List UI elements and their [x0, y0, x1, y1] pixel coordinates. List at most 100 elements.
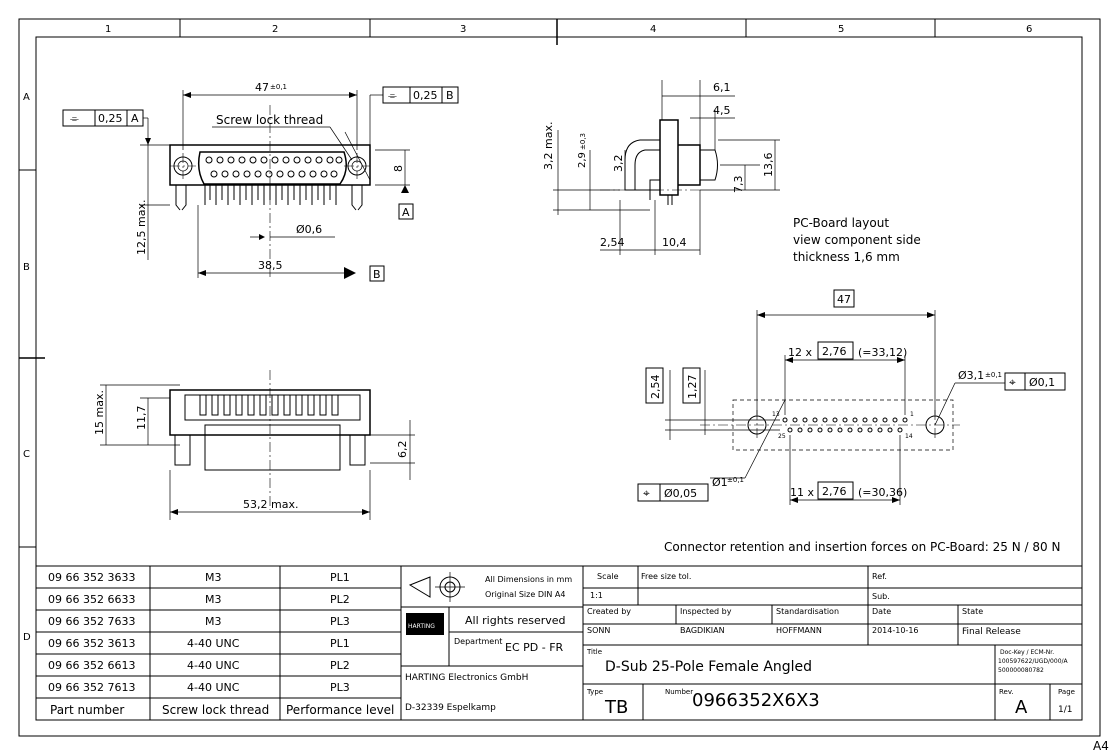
table-row-4-part: 09 66 352 3613 [48, 637, 135, 650]
title-block: All Dimensions in mm Original Size DIN A… [400, 565, 1083, 721]
pin-row-bottom [210, 170, 338, 178]
rev-value: A [1015, 697, 1028, 718]
pcb-note-line-2: view component side [793, 233, 921, 247]
inspected-by-label: Inspected by [680, 607, 732, 616]
pin-label-13: 13 [772, 411, 780, 418]
standardisation-label: Standardisation [776, 607, 839, 616]
pin-label-25: 25 [778, 433, 786, 440]
mounting-hole-diameter: Ø3,1 [958, 369, 984, 382]
row-label-d: D [23, 632, 31, 643]
inspected-by: BAGDIKIAN [680, 626, 725, 635]
screw-lock-thread-label: Screw lock thread [216, 113, 323, 127]
dim-6-2: 6,2 [396, 441, 409, 459]
retention-note: Connector retention and insertion forces… [664, 540, 1060, 554]
dim-4-5: 4,5 [713, 104, 731, 117]
date-value: 2014-10-16 [872, 626, 919, 635]
dim-15-max: 15 max. [93, 390, 106, 435]
datum-ref-right: B [446, 89, 454, 102]
table-row-2-part: 09 66 352 6633 [48, 593, 135, 606]
datum-ref-left: A [131, 112, 139, 125]
column-label-3: 3 [460, 24, 466, 35]
projection-symbol [408, 572, 465, 602]
dim-38-5: 38,5 [258, 259, 283, 272]
pitch-bottom-value: 2,76 [822, 485, 847, 498]
pin-label-1: 1 [910, 411, 914, 418]
title-label: Title [586, 648, 602, 656]
parts-table: 09 66 352 3633 M3 PL1 09 66 352 6633 M3 … [35, 565, 402, 721]
table-row-1-part: 09 66 352 3633 [48, 571, 135, 584]
pitch-top-total: (=33,12) [858, 346, 907, 359]
tolerance-value-right: 0,25 [413, 89, 438, 102]
pcb-layout-note: PC-Board layout view component side thic… [793, 216, 921, 264]
side-view: 6,1 4,5 3,2 max. 2,9 ±0,3 3,2 7,3 13,6 2… [542, 80, 780, 255]
dim-2-54: 2,54 [600, 236, 625, 249]
column-label-1: 1 [105, 24, 111, 35]
created-by-label: Created by [587, 607, 631, 616]
table-row-6-thread: 4-40 UNC [187, 681, 240, 694]
table-row-4-thread: 4-40 UNC [187, 637, 240, 650]
symmetry-symbol-right: ⌯ [388, 89, 397, 102]
free-size-tol: Free size tol. [641, 572, 691, 581]
pin-hole-tolerance: ±0,1 [727, 476, 744, 484]
pitch-top-count: 12 x [788, 346, 812, 359]
drawing-frame [18, 18, 1101, 737]
dim-12-5-max: 12,5 max. [135, 200, 148, 255]
department-label: Department [454, 637, 502, 646]
symmetry-symbol-left: ⌯ [70, 112, 79, 125]
tolerance-value-left: 0,25 [98, 112, 123, 125]
sheet-size-label: A4 [1093, 739, 1109, 753]
position-symbol-pin: ⌖ [643, 486, 650, 500]
company-name: HARTING Electronics GmbH [405, 673, 528, 683]
tolerance-frame-right: ⌯ 0,25 B [369, 86, 459, 145]
table-row-2-level: PL2 [330, 593, 350, 606]
drawing-title: D-Sub 25-Pole Female Angled [605, 659, 812, 675]
doc-key-label: Doc-Key / ECM-Nr. [1000, 649, 1054, 656]
pcb-note-line-1: PC-Board layout [793, 216, 889, 230]
dim-2-9: 2,9 [577, 152, 588, 168]
dims-note-2: Original Size DIN A4 [485, 590, 565, 599]
pin-label-14: 14 [905, 433, 913, 440]
table-row-3-thread: M3 [205, 615, 222, 628]
table-row-5-thread: 4-40 UNC [187, 659, 240, 672]
company-address: D-32339 Espelkamp [405, 703, 496, 713]
doc-key-2: 500000080782 [998, 667, 1044, 674]
number-value: 0966352X6X3 [692, 690, 820, 711]
rev-label: Rev. [999, 688, 1014, 696]
page-value: 1/1 [1058, 705, 1072, 715]
front-pins [199, 394, 339, 416]
position-symbol-hole: ⌖ [1009, 375, 1016, 389]
logo-text: HARTING [408, 623, 435, 630]
dim-1-27: 1,27 [686, 375, 699, 400]
table-header-level: Performance level [286, 703, 394, 717]
dim-47: 47 [255, 81, 269, 94]
dim-3-2: 3,2 [612, 155, 625, 173]
table-row-1-level: PL1 [330, 571, 350, 584]
pcb-footprint: 1 13 14 25 47 12 x 2,76 (=33,12) 11 x 2,… [637, 289, 1066, 505]
date-label: Date [872, 607, 891, 616]
row-labels: A B C D [23, 92, 31, 643]
row-label-b: B [23, 262, 30, 273]
dim-3-2-max: 3,2 max. [542, 122, 555, 170]
dim-8: 8 [392, 165, 405, 172]
pin-hole-position-tol: Ø0,05 [664, 487, 697, 500]
type-value: TB [604, 697, 628, 718]
doc-key-1: 100597622/UGD/000/A [998, 658, 1069, 665]
table-row-5-part: 09 66 352 6613 [48, 659, 135, 672]
dim-6-1: 6,1 [713, 81, 731, 94]
dim-47-tolerance: ±0,1 [270, 83, 287, 91]
column-label-5: 5 [838, 24, 844, 35]
table-row-2-thread: M3 [205, 593, 222, 606]
type-label: Type [586, 688, 603, 696]
dim-7-3: 7,3 [732, 176, 745, 194]
table-row-6-level: PL3 [330, 681, 350, 694]
rights-note: All rights reserved [465, 614, 566, 627]
column-label-2: 2 [272, 24, 278, 35]
dim-2-9-tolerance: ±0,3 [579, 133, 587, 150]
table-row-6-part: 09 66 352 7613 [48, 681, 135, 694]
solder-leads [175, 185, 363, 211]
table-row-4-level: PL1 [330, 637, 350, 650]
department: EC PD - FR [505, 641, 564, 654]
scale-label: Scale [597, 572, 619, 581]
pin-row-top [205, 156, 343, 164]
dim-2-54-pcb: 2,54 [649, 375, 662, 400]
